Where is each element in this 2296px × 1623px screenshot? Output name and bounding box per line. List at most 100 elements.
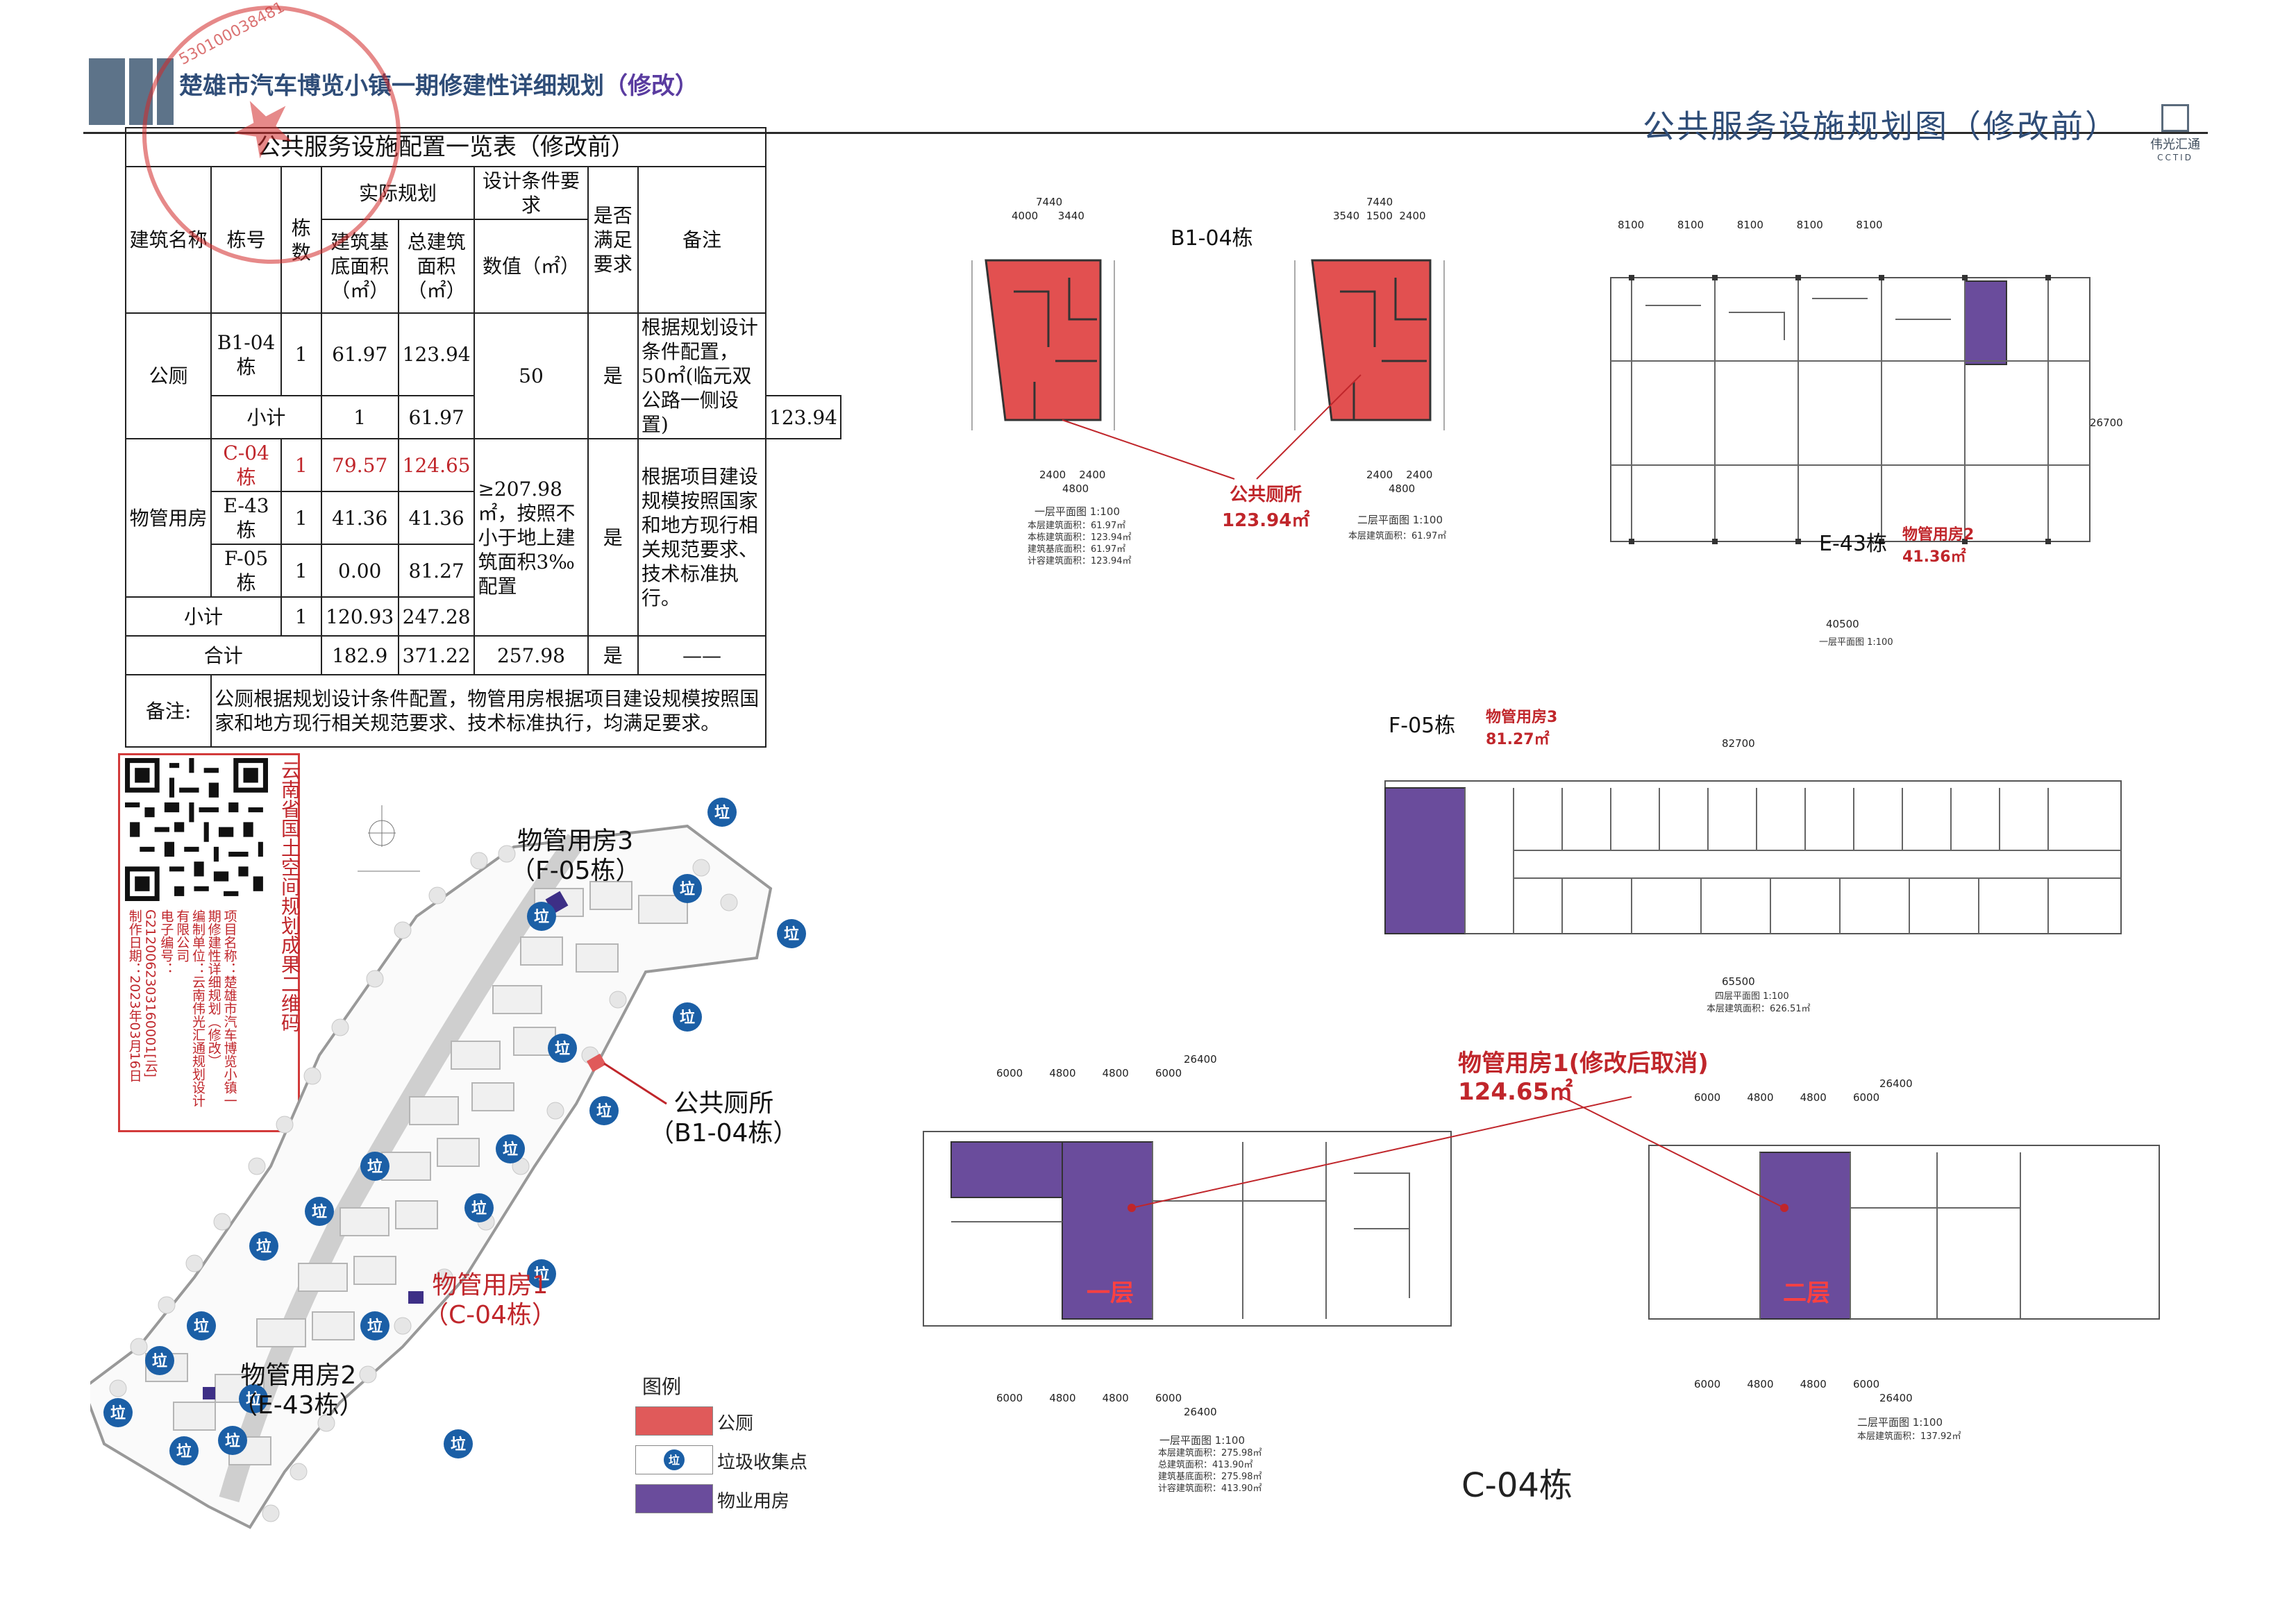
bin-label: 垃 [246, 1390, 261, 1408]
th-actual-plan: 实际规划 [320, 166, 476, 220]
c04-floor2-mark: 二层 [1783, 1279, 1830, 1307]
header-rule [83, 132, 2208, 134]
toilet-callout-line [603, 1062, 667, 1105]
b104-floor1-notes: 本层建筑面积：61.97㎡ 本栋建筑面积：123.94㎡ 建筑基底面积：61.9… [1028, 521, 1132, 566]
th-base-area: 建筑基底面积（㎡） [320, 219, 399, 314]
b104-callout-label: 公共厕所 123.94㎡ [1222, 485, 1310, 531]
total-remark: —— [637, 635, 767, 675]
facility-config-table: 公共服务设施配置一览表（修改前） 建筑名称 栋号 栋数 实际规划 设计条件要求 … [124, 127, 841, 748]
note-text: 公厕根据规划设计条件配置，物管用房根据项目建设规模按照国家和地方现行相关规范要求… [210, 674, 767, 748]
property-row-count: 1 [280, 438, 322, 492]
toilet-subtotal-count: 1 [320, 395, 399, 439]
bin-label: 垃 [784, 925, 799, 943]
th-total-area: 总建筑面积（㎡） [397, 219, 476, 314]
c04-dim-split: 6000 4800 4800 6000 [1694, 1091, 1880, 1104]
total-ok: 是 [587, 635, 639, 675]
property-row-count: 1 [280, 491, 322, 545]
property-subtotal-base: 120.93 [320, 596, 399, 637]
qr-info-line: 制作日期：2023年03月16日 [126, 909, 142, 1082]
toilet-remark: 根据规划设计条件配置，50㎡(临元双公路一侧设置) [637, 312, 767, 439]
c04-dim-split: 6000 4800 4800 6000 [1694, 1378, 1880, 1390]
c04-dim-total: 26400 [1184, 1053, 1217, 1066]
map-label-f05: 物管用房3 （F-05栋） [510, 827, 641, 886]
property-subtotal-label: 小计 [125, 596, 282, 637]
total-total: 371.22 [397, 635, 476, 675]
c04-floor2-walls [1759, 1152, 2021, 1319]
total-label: 合计 [125, 635, 322, 675]
th-count: 栋数 [280, 166, 322, 314]
toilet-subtotal-label: 小计 [210, 395, 322, 439]
c04-floor2-caption: 二层平面图 1:100 [1857, 1416, 1943, 1429]
property-ok: 是 [587, 438, 639, 637]
property-row-total: 41.36 [397, 491, 476, 545]
th-value: 数值（㎡） [474, 219, 589, 314]
f05-caption: 四层平面图 1:100 [1715, 991, 1789, 1002]
property-row-no: F-05栋 [210, 544, 282, 598]
b104-dim: 2400 2400 [1039, 469, 1106, 481]
f05-dim-bot: 65500 [1722, 975, 1755, 988]
c04-floor1-walls [951, 1142, 1410, 1319]
b104-callout-line [1256, 374, 1361, 480]
map-label-c04: 物管用房1 （C-04栋） [424, 1271, 557, 1330]
property-row-total: 124.65 [397, 438, 476, 492]
b104-floor1-plan [984, 259, 1102, 421]
logo-bar-2 [129, 58, 153, 125]
c04-floor1-notes: 本层建筑面积：275.98㎡ 总建筑面积：413.90㎡ 建筑基底面积：275.… [1158, 1448, 1262, 1494]
map-label-toilet: 公共厕所 （B1-04栋） [649, 1089, 798, 1148]
b104-dim: 4800 [1062, 482, 1089, 495]
f05-property-room [1384, 787, 1466, 934]
qr-info: 项目名称：楚雄市汽车博览小镇一期修建性详细规划（修改） 编制单位：云南伟光汇通规… [126, 909, 237, 1118]
bin-label: 垃 [110, 1404, 126, 1422]
b104-dim: 3540 1500 2400 [1333, 210, 1426, 222]
c04-floor1-mark: 一层 [1087, 1279, 1134, 1307]
site-plan-map: 垃 垃 垃 垃 垃 垃 垃 垃 垃 垃 垃 垃 垃 垃 垃 垃 垃 垃 垃 垃 … [90, 798, 806, 1529]
total-base: 182.9 [320, 635, 399, 675]
c04-floor1-caption: 一层平面图 1:100 [1159, 1434, 1245, 1447]
c04-callout-dot [1780, 1204, 1788, 1212]
e43-property-room [1964, 280, 2007, 365]
bin-label: 垃 [471, 1200, 487, 1217]
toilet-subtotal-base: 61.97 [397, 395, 476, 439]
th-satisfied: 是否满足要求 [587, 166, 639, 314]
c04-callout-line [1131, 1096, 1632, 1209]
garbage-bin-markers: 垃 垃 垃 垃 垃 垃 垃 垃 垃 垃 垃 垃 垃 垃 垃 垃 垃 垃 垃 垃 … [103, 798, 806, 1465]
b104-dimension-lines [971, 260, 1445, 430]
qr-code-icon[interactable] [125, 758, 268, 901]
f05-red-label: 物管用房3 81.27㎡ [1486, 709, 1558, 748]
property-remark: 根据项目建设规模按照国家和地方现行相关规范要求、技术标准执行。 [637, 438, 767, 637]
f05-plan [1384, 780, 2122, 934]
property-value: ≥207.98㎡，按照不小于地上建筑面积3‰配置 [474, 438, 589, 637]
e43-caption: 一层平面图 1:100 [1819, 637, 1893, 648]
b104-floor2-caption: 二层平面图 1:100 [1357, 514, 1443, 526]
bin-label: 垃 [225, 1432, 240, 1449]
property-row-base: 41.36 [320, 491, 399, 545]
bin-label: 垃 [256, 1238, 271, 1255]
bin-label: 垃 [176, 1443, 192, 1460]
c04-floor1-property [1062, 1141, 1153, 1320]
c04-plans [923, 1096, 2160, 1327]
bin-label: 垃 [152, 1352, 167, 1370]
legend-swatch-toilet [635, 1406, 713, 1436]
toilet-subtotal-total: 123.94 [765, 395, 841, 439]
qr-info-line: 项目名称：楚雄市汽车博览小镇一期修建性详细规划（修改） [206, 909, 237, 1107]
bin-label: 垃 [367, 1158, 383, 1175]
f05-walls [1464, 788, 2121, 934]
bin-label: 垃 [534, 1265, 549, 1283]
toilet-no: B1-04栋 [210, 312, 282, 397]
brand-name-cn: 伟光汇通 [2150, 137, 2200, 152]
th-building-name: 建筑名称 [124, 166, 212, 314]
property-row-no: E-43栋 [210, 491, 282, 545]
c04-callout-dot [1128, 1204, 1136, 1212]
e43-dim-side: 26700 [2090, 417, 2123, 429]
map-b104-building [586, 1053, 607, 1073]
bin-label: 垃 [534, 908, 549, 925]
north-arrow-icon [358, 805, 420, 872]
bin-label: 垃 [596, 1102, 612, 1120]
b104-callout-line [1062, 419, 1235, 480]
logo-bar-3 [157, 58, 174, 125]
legend-label-bin: 垃圾收集点 [717, 1452, 808, 1473]
f05-title: F-05栋 [1389, 714, 1456, 738]
brand-mark-icon [2161, 104, 2189, 132]
project-title-mod: （修改） [604, 72, 698, 100]
bin-label: 垃 [194, 1318, 209, 1335]
